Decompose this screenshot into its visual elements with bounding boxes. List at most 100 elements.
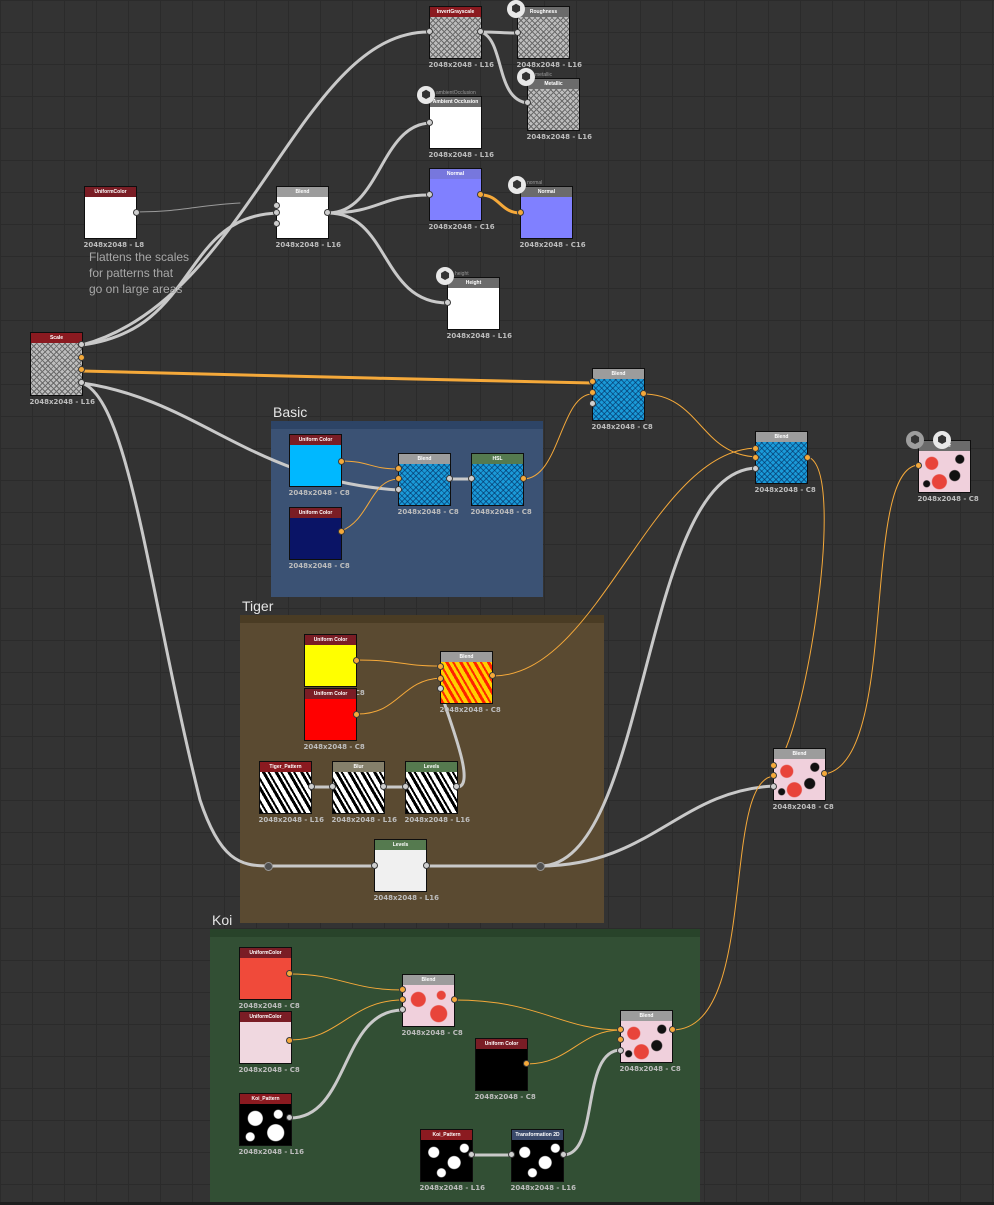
- node-uc-navy[interactable]: Uniform Color: [289, 507, 342, 560]
- node-uc-red[interactable]: Uniform Color: [304, 688, 357, 741]
- color-port[interactable]: [770, 762, 777, 769]
- color-port[interactable]: [517, 209, 524, 216]
- color-port[interactable]: [821, 770, 828, 777]
- node-blend-main[interactable]: Blend: [755, 431, 808, 484]
- grayscale-port[interactable]: [524, 99, 531, 106]
- output-cube-icon[interactable]: ⬢: [507, 0, 525, 18]
- node-tiger-pattern[interactable]: Tiger_Pattern: [259, 761, 312, 814]
- node-blend-top[interactable]: Blend: [276, 186, 329, 239]
- node-blur[interactable]: Blur: [332, 761, 385, 814]
- color-port[interactable]: [523, 1060, 530, 1067]
- color-port[interactable]: [338, 528, 345, 535]
- grayscale-port[interactable]: [308, 783, 315, 790]
- color-port[interactable]: [399, 996, 406, 1003]
- node-height[interactable]: Height: [447, 277, 500, 330]
- grayscale-port[interactable]: [468, 1151, 475, 1158]
- node-blend-koi-a[interactable]: Blend: [402, 974, 455, 1027]
- color-port[interactable]: [752, 445, 759, 452]
- node-blend-koi-b[interactable]: Blend: [620, 1010, 673, 1063]
- grayscale-port[interactable]: [770, 783, 777, 790]
- node-uniform-top[interactable]: UniformColor: [84, 186, 137, 239]
- node-uc-koi-red[interactable]: UniformColor: [239, 947, 292, 1000]
- color-port[interactable]: [640, 390, 647, 397]
- color-port[interactable]: [353, 711, 360, 718]
- color-port[interactable]: [395, 475, 402, 482]
- color-port[interactable]: [489, 672, 496, 679]
- node-blend-basic[interactable]: Blend: [398, 453, 451, 506]
- color-port[interactable]: [669, 1026, 676, 1033]
- node-hsl[interactable]: HSL: [471, 453, 524, 506]
- node-normal-out[interactable]: Normal: [520, 186, 573, 239]
- grayscale-port[interactable]: [508, 1151, 515, 1158]
- node-metallic[interactable]: Metallic: [527, 78, 580, 131]
- grayscale-port[interactable]: [426, 119, 433, 126]
- grayscale-port[interactable]: [133, 209, 140, 216]
- color-port[interactable]: [520, 475, 527, 482]
- color-port[interactable]: [589, 378, 596, 385]
- grayscale-port[interactable]: [273, 209, 280, 216]
- grayscale-port[interactable]: [514, 29, 521, 36]
- output-cube-icon[interactable]: ⬢: [436, 267, 454, 285]
- grayscale-port[interactable]: [437, 685, 444, 692]
- grayscale-port[interactable]: [477, 28, 484, 35]
- color-port[interactable]: [770, 772, 777, 779]
- node-transform[interactable]: Transformation 2D: [511, 1129, 564, 1182]
- color-port[interactable]: [286, 1037, 293, 1044]
- comment-note[interactable]: Flattens the scales for patterns that go…: [89, 250, 190, 296]
- grayscale-port[interactable]: [453, 783, 460, 790]
- grayscale-port[interactable]: [589, 400, 596, 407]
- reroute-dot[interactable]: [536, 862, 545, 871]
- color-port[interactable]: [395, 465, 402, 472]
- color-port[interactable]: [286, 970, 293, 977]
- output-cube-icon[interactable]: ⬢: [906, 431, 924, 449]
- grayscale-port[interactable]: [426, 28, 433, 35]
- grayscale-port[interactable]: [329, 783, 336, 790]
- grayscale-port[interactable]: [78, 379, 85, 386]
- grayscale-port[interactable]: [395, 486, 402, 493]
- node-blend-tiger[interactable]: Blend: [440, 651, 493, 704]
- color-port[interactable]: [915, 462, 922, 469]
- grayscale-port[interactable]: [617, 1047, 624, 1054]
- color-port[interactable]: [353, 657, 360, 664]
- node-koi-pattern-b[interactable]: Koi_Pattern: [420, 1129, 473, 1182]
- color-port[interactable]: [78, 354, 85, 361]
- grayscale-port[interactable]: [324, 209, 331, 216]
- color-port[interactable]: [477, 191, 484, 198]
- grayscale-port[interactable]: [380, 783, 387, 790]
- grayscale-port[interactable]: [444, 299, 451, 306]
- grayscale-port[interactable]: [273, 220, 280, 227]
- node-invert[interactable]: InvertGrayscale: [429, 6, 482, 59]
- color-port[interactable]: [589, 389, 596, 396]
- grayscale-port[interactable]: [752, 465, 759, 472]
- grayscale-port[interactable]: [426, 191, 433, 198]
- node-uc-cyan[interactable]: Uniform Color: [289, 434, 342, 487]
- color-port[interactable]: [437, 675, 444, 682]
- grayscale-port[interactable]: [446, 475, 453, 482]
- node-koi-pattern-a[interactable]: Koi_Pattern: [239, 1093, 292, 1146]
- color-port[interactable]: [752, 454, 759, 461]
- color-port[interactable]: [78, 366, 85, 373]
- node-normal-gen[interactable]: Normal: [429, 168, 482, 221]
- output-cube-icon[interactable]: ⬢: [508, 176, 526, 194]
- node-roughness[interactable]: Roughness: [517, 6, 570, 59]
- node-blend-scale[interactable]: Blend: [592, 368, 645, 421]
- color-port[interactable]: [617, 1026, 624, 1033]
- color-port[interactable]: [451, 996, 458, 1003]
- grayscale-port[interactable]: [273, 202, 280, 209]
- color-port[interactable]: [804, 454, 811, 461]
- output-cube-icon[interactable]: ⬢: [417, 86, 435, 104]
- grayscale-port[interactable]: [560, 1151, 567, 1158]
- grayscale-port[interactable]: [399, 1006, 406, 1013]
- color-port[interactable]: [617, 1036, 624, 1043]
- node-levels-tiger[interactable]: Levels: [405, 761, 458, 814]
- color-port[interactable]: [437, 663, 444, 670]
- output-cube-icon[interactable]: ⬢: [933, 431, 951, 449]
- grayscale-port[interactable]: [371, 862, 378, 869]
- grayscale-port[interactable]: [468, 475, 475, 482]
- node-uc-koi-pink[interactable]: UniformColor: [239, 1011, 292, 1064]
- reroute-dot[interactable]: [264, 862, 273, 871]
- grayscale-port[interactable]: [402, 783, 409, 790]
- grayscale-port[interactable]: [78, 341, 85, 348]
- output-cube-icon[interactable]: ⬢: [517, 68, 535, 86]
- node-scale[interactable]: Scale: [30, 332, 83, 396]
